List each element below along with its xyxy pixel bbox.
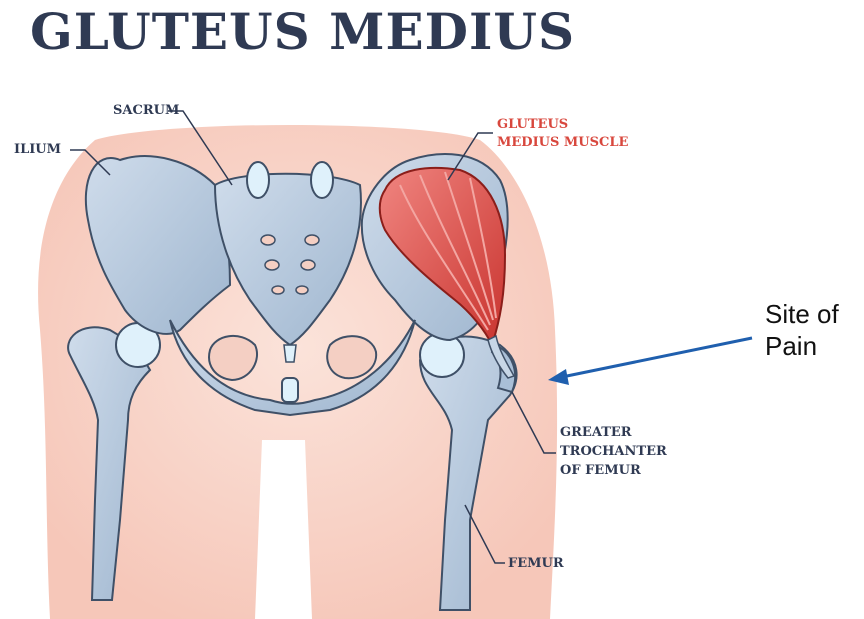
pubic-symphysis [282,378,298,402]
gluteus-medius-label-line1: GLUTEUS [497,117,568,133]
site-of-pain-annotation: Site of Pain [765,298,839,362]
pain-arrow [548,338,752,385]
greater-trochanter-label-line3: OF FEMUR [560,463,641,479]
site-of-pain-line1: Site of [765,298,839,330]
gluteus-medius-label-line2: MEDIUS MUSCLE [497,135,628,151]
femur-label: FEMUR [508,556,564,572]
greater-trochanter-label-line2: TROCHANTER [560,444,667,460]
obturator-right [327,336,376,378]
greater-trochanter-label-line1: GREATER [560,425,632,441]
site-of-pain-line2: Pain [765,330,839,362]
sacrum-label: SACRUM [113,103,179,119]
ilium-label: ILIUM [14,142,61,158]
obturator-left [209,336,257,380]
